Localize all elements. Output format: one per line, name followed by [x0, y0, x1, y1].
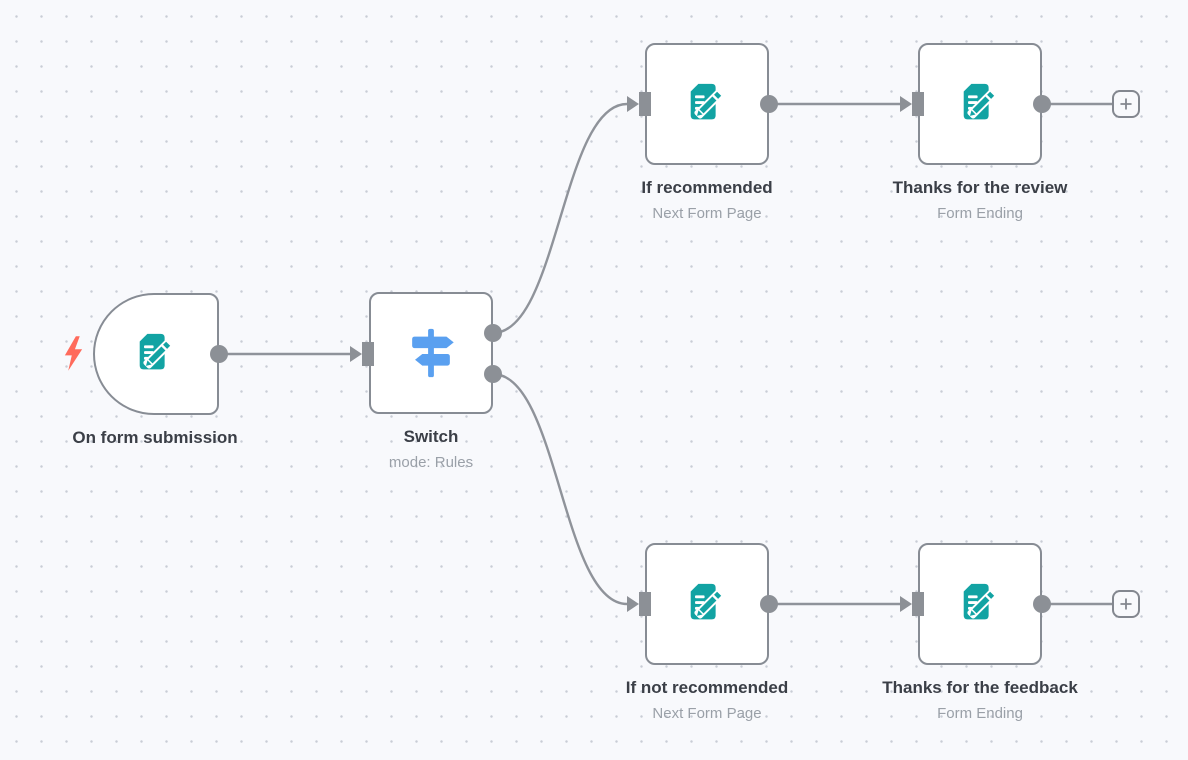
output-port-thanks-review[interactable] — [1033, 95, 1051, 113]
node-sublabel-switch: mode: Rules — [388, 454, 474, 471]
node-thanks-for-the-review[interactable] — [918, 43, 1042, 165]
form-icon — [690, 83, 723, 120]
connection-switch-to-if-recommended[interactable] — [491, 102, 629, 335]
node-if-not-recommended[interactable] — [645, 543, 769, 665]
plus-icon — [1120, 598, 1132, 610]
node-label-if-not-recommended: If not recommended — [625, 678, 789, 697]
node-thanks-for-the-feedback[interactable] — [918, 543, 1042, 665]
node-switch[interactable] — [369, 292, 493, 414]
node-label-if-recommended: If recommended — [641, 178, 773, 197]
node-if-recommended[interactable] — [645, 43, 769, 165]
output-port-switch-1[interactable] — [484, 324, 502, 342]
connection-switch-to-if-not-recommended[interactable] — [491, 372, 629, 606]
node-label-switch: Switch — [403, 427, 459, 446]
node-label-thanks-for-the-feedback: Thanks for the feedback — [882, 678, 1078, 697]
node-group-thanks-for-the-review: Thanks for the review Form Ending — [893, 43, 1067, 222]
node-sublabel-if-recommended: Next Form Page — [652, 205, 762, 222]
node-group-thanks-for-the-feedback: Thanks for the feedback Form Ending — [882, 543, 1078, 722]
node-group-on-form-submission: On form submission — [64, 293, 238, 447]
switch-icon — [412, 328, 454, 378]
node-group-if-not-recommended: If not recommended Next Form Page — [626, 543, 788, 722]
output-port-switch-2[interactable] — [484, 365, 502, 383]
node-label-thanks-for-the-review: Thanks for the review — [892, 178, 1068, 197]
node-group-switch: Switch mode: Rules — [369, 292, 493, 471]
node-sublabel-thanks-for-the-feedback: Form Ending — [937, 705, 1023, 722]
form-icon — [963, 83, 996, 120]
node-sublabel-if-not-recommended: Next Form Page — [652, 705, 762, 722]
node-group-if-recommended: If recommended Next Form Page — [641, 43, 773, 222]
add-node-button-bottom[interactable] — [1112, 590, 1140, 618]
form-icon — [139, 333, 172, 370]
lightning-trigger-icon — [62, 336, 85, 371]
add-node-button-top[interactable] — [1112, 90, 1140, 118]
output-port-on-form-submission[interactable] — [210, 345, 228, 363]
output-port-if-recommended[interactable] — [760, 95, 778, 113]
output-port-thanks-feedback[interactable] — [1033, 595, 1051, 613]
node-label-on-form-submission: On form submission — [72, 428, 238, 447]
node-on-form-submission[interactable] — [93, 293, 219, 415]
form-icon — [963, 583, 996, 620]
output-port-if-not-recommended[interactable] — [760, 595, 778, 613]
plus-icon — [1120, 98, 1132, 110]
form-icon — [690, 583, 723, 620]
node-sublabel-thanks-for-the-review: Form Ending — [937, 205, 1023, 222]
